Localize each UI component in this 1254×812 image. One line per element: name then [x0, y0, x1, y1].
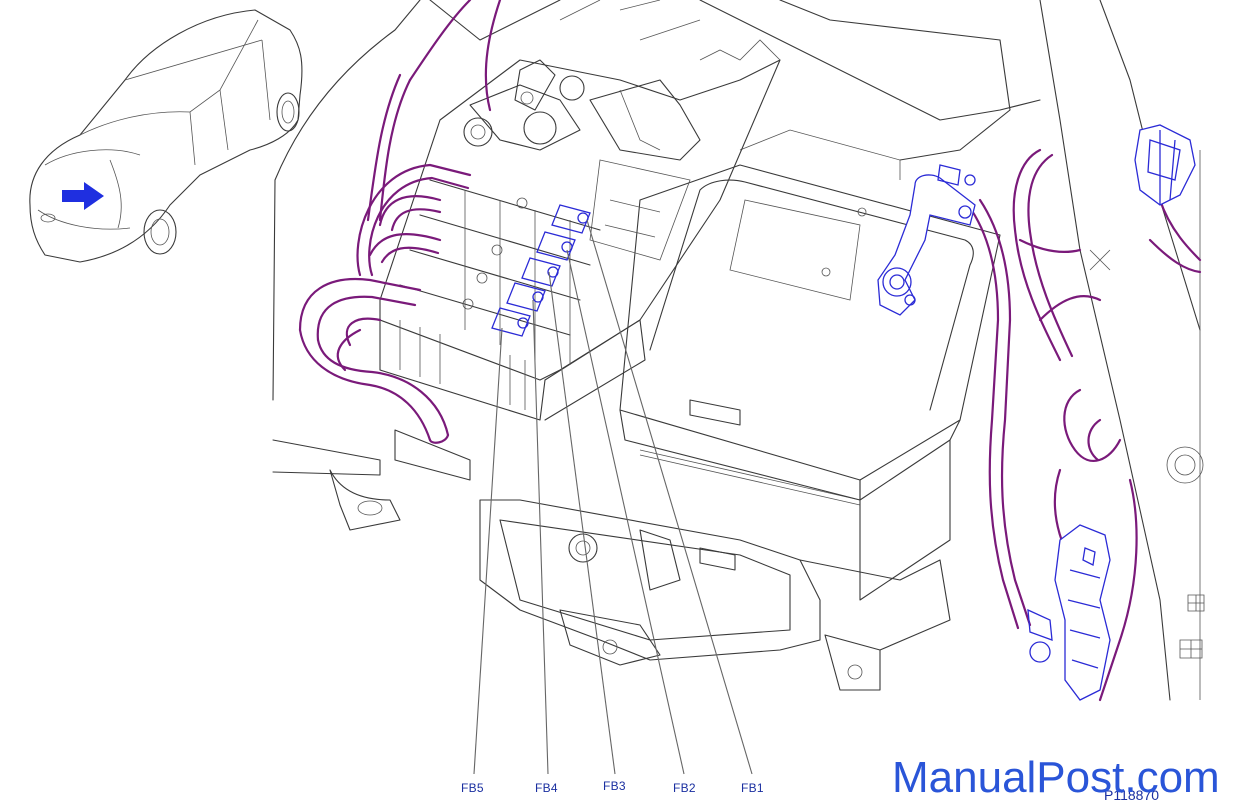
- direction-arrow-icon: [62, 182, 104, 210]
- callout-fb1: FB1: [741, 781, 764, 795]
- callout-fb3: FB3: [603, 779, 626, 793]
- battery-tray: [479, 449, 951, 691]
- leader-fb1: [586, 219, 753, 775]
- fuse-studs: [491, 204, 591, 337]
- callout-leaders: [473, 219, 753, 775]
- callout-fb4: FB4: [535, 781, 558, 795]
- callout-fb2: FB2: [673, 781, 696, 795]
- engine-bay-structure: [272, 0, 1205, 701]
- battery-terminal: [877, 164, 976, 316]
- car-locator-icon: [29, 9, 303, 263]
- leader-fb3: [548, 271, 616, 775]
- leader-fb2: [566, 249, 685, 775]
- fuse-block: [379, 0, 781, 421]
- battery: [619, 129, 1001, 601]
- callout-fb5: FB5: [461, 781, 484, 795]
- watermark: ManualPost.com: [892, 753, 1220, 802]
- connector-lower-right: [1027, 524, 1111, 701]
- connector-right: [1134, 124, 1196, 206]
- figure-code: P118870: [1104, 787, 1160, 803]
- wiring-harness: [298, 0, 1202, 702]
- leader-fb5: [473, 327, 503, 775]
- leader-fb4: [532, 299, 549, 775]
